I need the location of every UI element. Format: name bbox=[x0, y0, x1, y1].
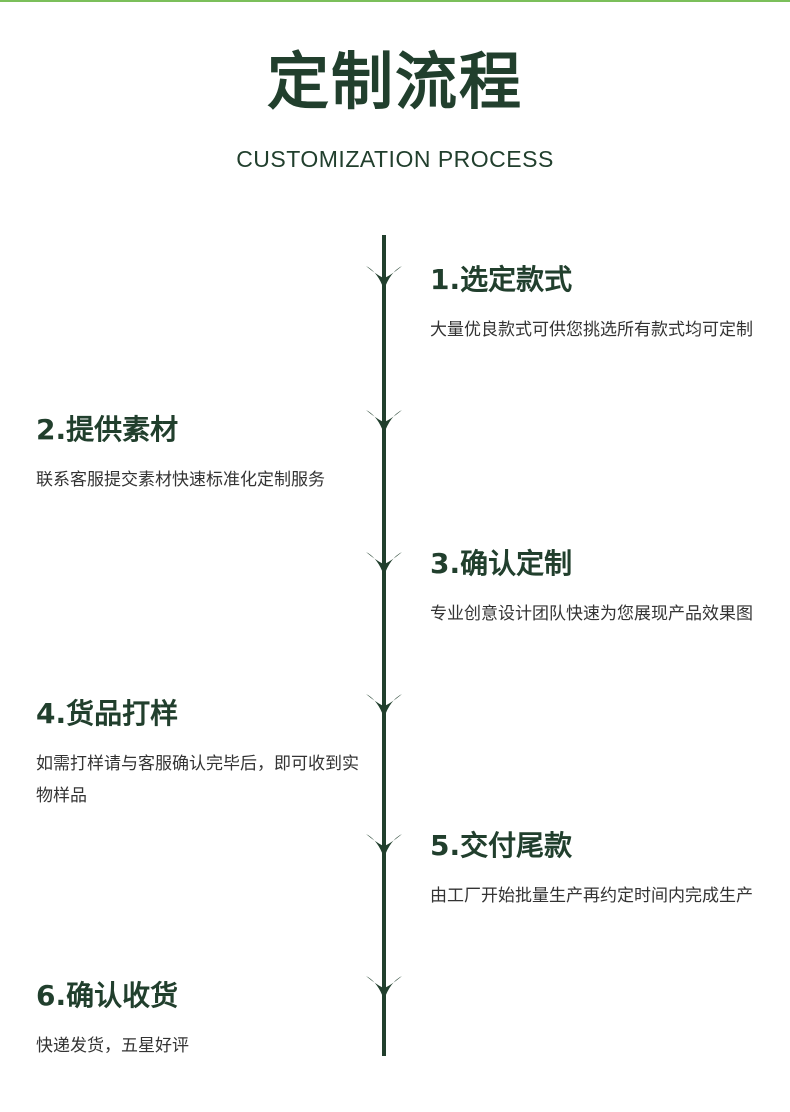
step-5: 5.交付尾款 由工厂开始批量生产再约定时间内完成生产 bbox=[430, 828, 770, 912]
step-title: 2.提供素材 bbox=[36, 413, 179, 446]
page-title: 定制流程 bbox=[266, 45, 523, 118]
timeline-arrow-icon-6 bbox=[366, 976, 402, 1000]
step-description: 专业创意设计团队快速为您展现产品效果图 bbox=[430, 604, 753, 624]
step-description: 由工厂开始批量生产再约定时间内完成生产 bbox=[430, 886, 753, 906]
timeline-arrow-icon-3 bbox=[366, 552, 402, 576]
step-6: 6.确认收货 快递发货，五星好评 bbox=[36, 978, 376, 1062]
timeline-arrow-icon-4 bbox=[366, 694, 402, 718]
step-description: 如需打样请与客服确认完毕后，即可收到实物样品 bbox=[36, 754, 359, 806]
step-4: 4.货品打样 如需打样请与客服确认完毕后，即可收到实物样品 bbox=[36, 696, 376, 812]
timeline-arrow-icon-5 bbox=[366, 834, 402, 858]
timeline-arrow-icon-1 bbox=[366, 266, 402, 290]
step-title: 5.交付尾款 bbox=[430, 829, 573, 862]
step-description: 快递发货，五星好评 bbox=[36, 1036, 189, 1056]
step-description: 大量优良款式可供您挑选所有款式均可定制 bbox=[430, 320, 753, 340]
step-description: 联系客服提交素材快速标准化定制服务 bbox=[36, 470, 325, 490]
step-2: 2.提供素材 联系客服提交素材快速标准化定制服务 bbox=[36, 412, 376, 496]
step-1: 1.选定款式 大量优良款式可供您挑选所有款式均可定制 bbox=[430, 262, 770, 346]
top-accent-line bbox=[0, 0, 790, 2]
timeline-arrow-icon-2 bbox=[366, 410, 402, 434]
step-3: 3.确认定制 专业创意设计团队快速为您展现产品效果图 bbox=[430, 546, 770, 630]
step-title: 3.确认定制 bbox=[430, 547, 573, 580]
step-title: 6.确认收货 bbox=[36, 979, 179, 1012]
page-subtitle: CUSTOMIZATION PROCESS bbox=[236, 146, 554, 172]
step-title: 1.选定款式 bbox=[430, 263, 573, 296]
step-title: 4.货品打样 bbox=[36, 697, 179, 730]
